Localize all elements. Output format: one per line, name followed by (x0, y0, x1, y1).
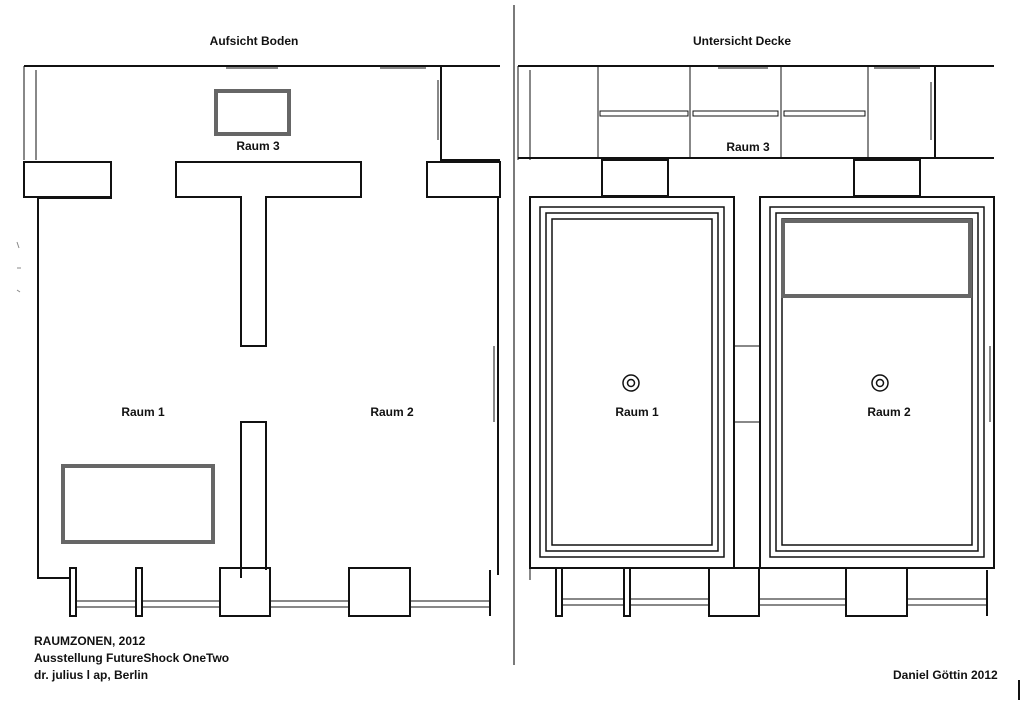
author-credit: Daniel Göttin 2012 (893, 668, 998, 682)
ceiling-zone-room2 (781, 219, 972, 298)
floor-plan-title: Aufsicht Boden (210, 34, 299, 48)
ceiling-room2-label: Raum 2 (867, 405, 911, 419)
light-fixture-icon (871, 374, 889, 392)
light-fixture-icon (622, 374, 640, 392)
ceiling-plan-title: Untersicht Decke (693, 34, 791, 48)
caption-title: RAUMZONEN, 2012 (34, 634, 146, 648)
floor-zone-room3 (214, 89, 291, 136)
floor-room3-label: Raum 3 (236, 139, 280, 153)
floor-room1-label: Raum 1 (121, 405, 165, 419)
ceiling-room3-label: Raum 3 (726, 140, 770, 154)
ceiling-plan (517, 65, 995, 617)
floor-plan (16, 65, 501, 617)
caption-venue: dr. julius l ap, Berlin (34, 668, 149, 682)
caption-block: RAUMZONEN, 2012 Ausstellung FutureShock … (34, 633, 229, 684)
floor-zone-room1 (61, 464, 215, 544)
caption-exhibition: Ausstellung FutureShock OneTwo (34, 651, 230, 665)
floor-room2-label: Raum 2 (370, 405, 414, 419)
ceiling-room1-label: Raum 1 (615, 405, 659, 419)
